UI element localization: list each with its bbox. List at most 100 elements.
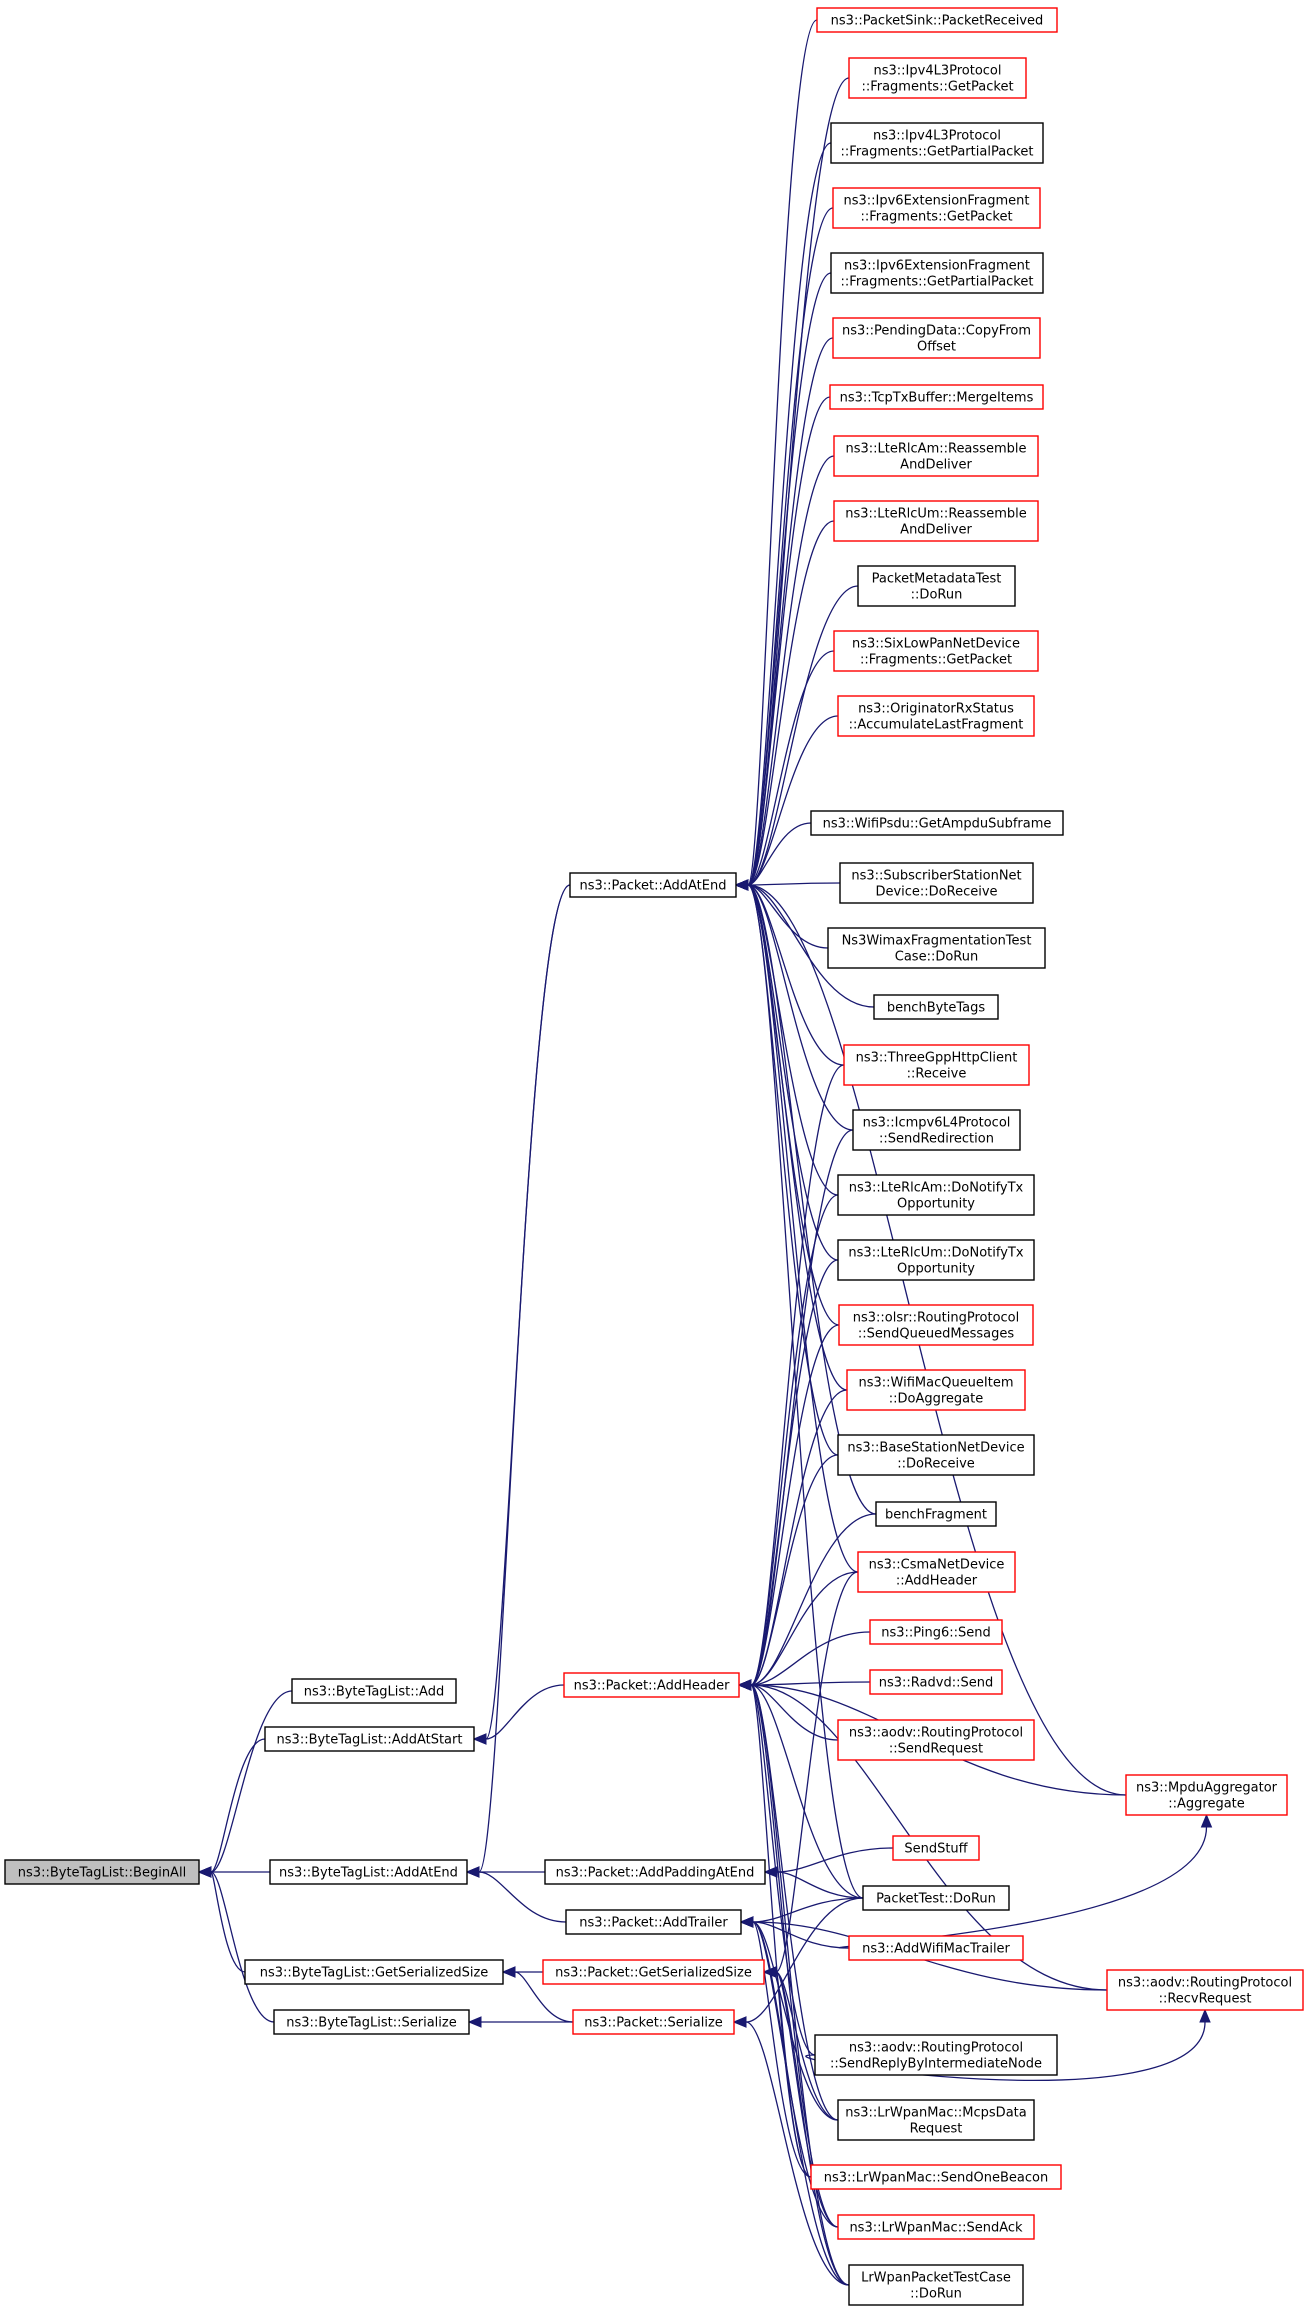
node-add-at-end[interactable]: ns3::ByteTagList::AddAtEnd (269, 1859, 468, 1885)
node-box[interactable] (873, 994, 999, 1020)
node-ipv4-get-packet[interactable]: ns3::Ipv4L3Protocol::Fragments::GetPacke… (848, 57, 1027, 99)
node-lrwpan-test[interactable]: LrWpanPacketTestCase::DoRun (848, 2264, 1024, 2306)
node-get-serialized-size[interactable]: ns3::ByteTagList::GetSerializedSize (244, 1959, 504, 1985)
node-ipv4-get-partial[interactable]: ns3::Ipv4L3Protocol::Fragments::GetParti… (830, 122, 1044, 164)
node-radvd[interactable]: ns3::Radvd::Send (869, 1669, 1003, 1695)
node-box[interactable] (837, 695, 1035, 737)
node-box[interactable] (832, 317, 1041, 359)
node-box[interactable] (830, 252, 1044, 294)
node-serialize[interactable]: ns3::ByteTagList::Serialize (273, 2009, 470, 2035)
node-send-stuff[interactable]: SendStuff (892, 1835, 980, 1861)
node-box[interactable] (291, 1678, 457, 1704)
node-packet-sink[interactable]: ns3::PacketSink::PacketReceived (816, 7, 1058, 33)
node-box[interactable] (852, 1109, 1021, 1151)
node-add-wifi-mac-trailer[interactable]: ns3::AddWifiMacTrailer (848, 1935, 1024, 1961)
node-box[interactable] (843, 1044, 1030, 1086)
node-box[interactable] (810, 810, 1064, 836)
node-pkt-serialize[interactable]: ns3::Packet::Serialize (572, 2009, 735, 2035)
node-ipv6-get-partial[interactable]: ns3::Ipv6ExtensionFragment::Fragments::G… (830, 252, 1044, 294)
node-box[interactable] (569, 872, 737, 898)
node-box[interactable] (862, 1885, 1010, 1911)
node-aodv-send-request[interactable]: ns3::aodv::RoutingProtocol::SendRequest (837, 1719, 1035, 1761)
node-box[interactable] (829, 384, 1044, 410)
node-box[interactable] (244, 1959, 504, 1985)
node-ping6[interactable]: ns3::Ping6::Send (869, 1619, 1003, 1645)
node-originator[interactable]: ns3::OriginatorRxStatus::AccumulateLastF… (837, 695, 1035, 737)
node-three-gpp[interactable]: ns3::ThreeGppHttpClient::Receive (843, 1044, 1030, 1086)
node-aodv-send-reply[interactable]: ns3::aodv::RoutingProtocol::SendReplyByI… (814, 2034, 1058, 2076)
node-box[interactable] (832, 187, 1041, 229)
node-box[interactable] (892, 1835, 980, 1861)
node-lrwpan-ack[interactable]: ns3::LrWpanMac::SendAck (837, 2214, 1035, 2240)
node-pkt-add-header[interactable]: ns3::Packet::AddHeader (563, 1672, 740, 1698)
node-pkt-get-ser-size[interactable]: ns3::Packet::GetSerializedSize (542, 1959, 765, 1985)
node-box[interactable] (563, 1672, 740, 1698)
node-box[interactable] (848, 2264, 1024, 2306)
node-box[interactable] (810, 2164, 1062, 2190)
node-box[interactable] (827, 927, 1046, 969)
node-add[interactable]: ns3::ByteTagList::Add (291, 1678, 457, 1704)
node-bench-byte-tags[interactable]: benchByteTags (873, 994, 999, 1020)
node-box[interactable] (1106, 1969, 1304, 2011)
node-bench-fragment[interactable]: benchFragment (875, 1501, 997, 1527)
node-pkt-meta-test[interactable]: PacketMetadataTest::DoRun (857, 565, 1016, 607)
node-csma[interactable]: ns3::CsmaNetDevice::AddHeader (857, 1551, 1016, 1593)
node-box[interactable] (542, 1959, 765, 1985)
node-box[interactable] (857, 1551, 1016, 1593)
node-box[interactable] (833, 435, 1039, 477)
node-box[interactable] (848, 1935, 1024, 1961)
node-base-station[interactable]: ns3::BaseStationNetDevice::DoReceive (837, 1434, 1035, 1476)
node-subscriber[interactable]: ns3::SubscriberStationNetDevice::DoRecei… (839, 862, 1034, 904)
node-wifi-mac-queue[interactable]: ns3::WifiMacQueueItem::DoAggregate (846, 1369, 1026, 1411)
node-pkt-add-padding[interactable]: ns3::Packet::AddPaddingAtEnd (544, 1859, 766, 1885)
node-box[interactable] (869, 1619, 1003, 1645)
node-box[interactable] (846, 1369, 1026, 1411)
node-box[interactable] (875, 1501, 997, 1527)
node-add-at-start[interactable]: ns3::ByteTagList::AddAtStart (264, 1726, 475, 1752)
node-box[interactable] (833, 500, 1039, 542)
node-packet-test[interactable]: PacketTest::DoRun (862, 1885, 1010, 1911)
node-box[interactable] (837, 1434, 1035, 1476)
node-box[interactable] (837, 2214, 1035, 2240)
node-box[interactable] (1125, 1774, 1288, 1816)
node-box[interactable] (869, 1669, 1003, 1695)
node-sixlowpan[interactable]: ns3::SixLowPanNetDevice::Fragments::GetP… (833, 630, 1039, 672)
node-ipv6-get-packet[interactable]: ns3::Ipv6ExtensionFragment::Fragments::G… (832, 187, 1041, 229)
node-icmpv6[interactable]: ns3::Icmpv6L4Protocol::SendRedirection (852, 1109, 1021, 1151)
node-olsr[interactable]: ns3::olsr::RoutingProtocol::SendQueuedMe… (838, 1304, 1034, 1346)
node-box[interactable] (4, 1859, 200, 1885)
node-box[interactable] (833, 630, 1039, 672)
node-wifi-psdu[interactable]: ns3::WifiPsdu::GetAmpduSubframe (810, 810, 1064, 836)
node-box[interactable] (839, 862, 1034, 904)
node-begin-all[interactable]: ns3::ByteTagList::BeginAll (4, 1859, 200, 1885)
node-pkt-add-at-end[interactable]: ns3::Packet::AddAtEnd (569, 872, 737, 898)
node-box[interactable] (837, 1174, 1035, 1216)
node-aodv-recv-request[interactable]: ns3::aodv::RoutingProtocol::RecvRequest (1106, 1969, 1304, 2011)
node-box[interactable] (269, 1859, 468, 1885)
node-box[interactable] (837, 1239, 1035, 1281)
node-box[interactable] (830, 122, 1044, 164)
node-tcp-merge[interactable]: ns3::TcpTxBuffer::MergeItems (829, 384, 1044, 410)
node-box[interactable] (814, 2034, 1058, 2076)
node-box[interactable] (264, 1726, 475, 1752)
node-box[interactable] (848, 57, 1027, 99)
node-box[interactable] (544, 1859, 766, 1885)
node-mpdu-agg[interactable]: ns3::MpduAggregator::Aggregate (1125, 1774, 1288, 1816)
node-box[interactable] (572, 2009, 735, 2035)
node-box[interactable] (838, 1304, 1034, 1346)
node-box[interactable] (565, 1909, 742, 1935)
node-box[interactable] (273, 2009, 470, 2035)
node-box[interactable] (816, 7, 1058, 33)
node-box[interactable] (837, 1719, 1035, 1761)
node-lrwpan-beacon[interactable]: ns3::LrWpanMac::SendOneBeacon (810, 2164, 1062, 2190)
node-pkt-add-trailer[interactable]: ns3::Packet::AddTrailer (565, 1909, 742, 1935)
node-box[interactable] (837, 2099, 1035, 2141)
node-box[interactable] (857, 565, 1016, 607)
